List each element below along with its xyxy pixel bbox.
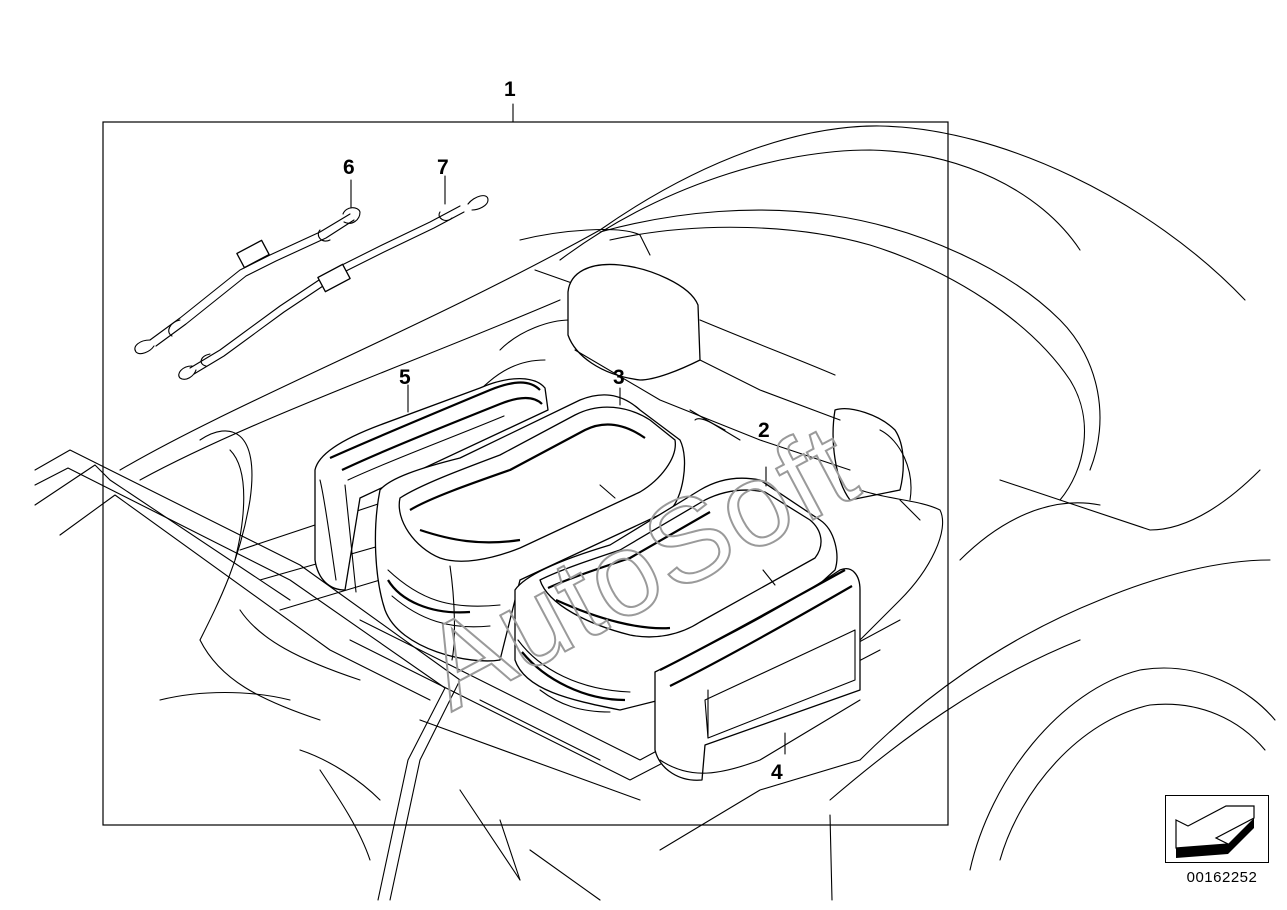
callout-6: 6 (343, 156, 355, 179)
callout-1: 1 (504, 78, 516, 101)
bag-2 (514, 477, 838, 713)
nav-arrow-box[interactable] (1165, 795, 1269, 863)
callout-7: 7 (437, 156, 449, 179)
car-outline (34, 125, 1276, 901)
bag-4 (654, 568, 861, 781)
strap-7 (178, 195, 489, 380)
callout-4: 4 (771, 761, 783, 784)
bag-5 (314, 378, 549, 593)
arrow-down-left-icon (1175, 805, 1255, 858)
document-number: 00162252 (1186, 869, 1258, 886)
callout-5: 5 (399, 366, 411, 389)
callout-2: 2 (758, 419, 770, 442)
kit-frame (102, 121, 949, 826)
strap-6 (134, 207, 361, 355)
bag-3 (374, 394, 686, 662)
callout-3: 3 (613, 366, 625, 389)
